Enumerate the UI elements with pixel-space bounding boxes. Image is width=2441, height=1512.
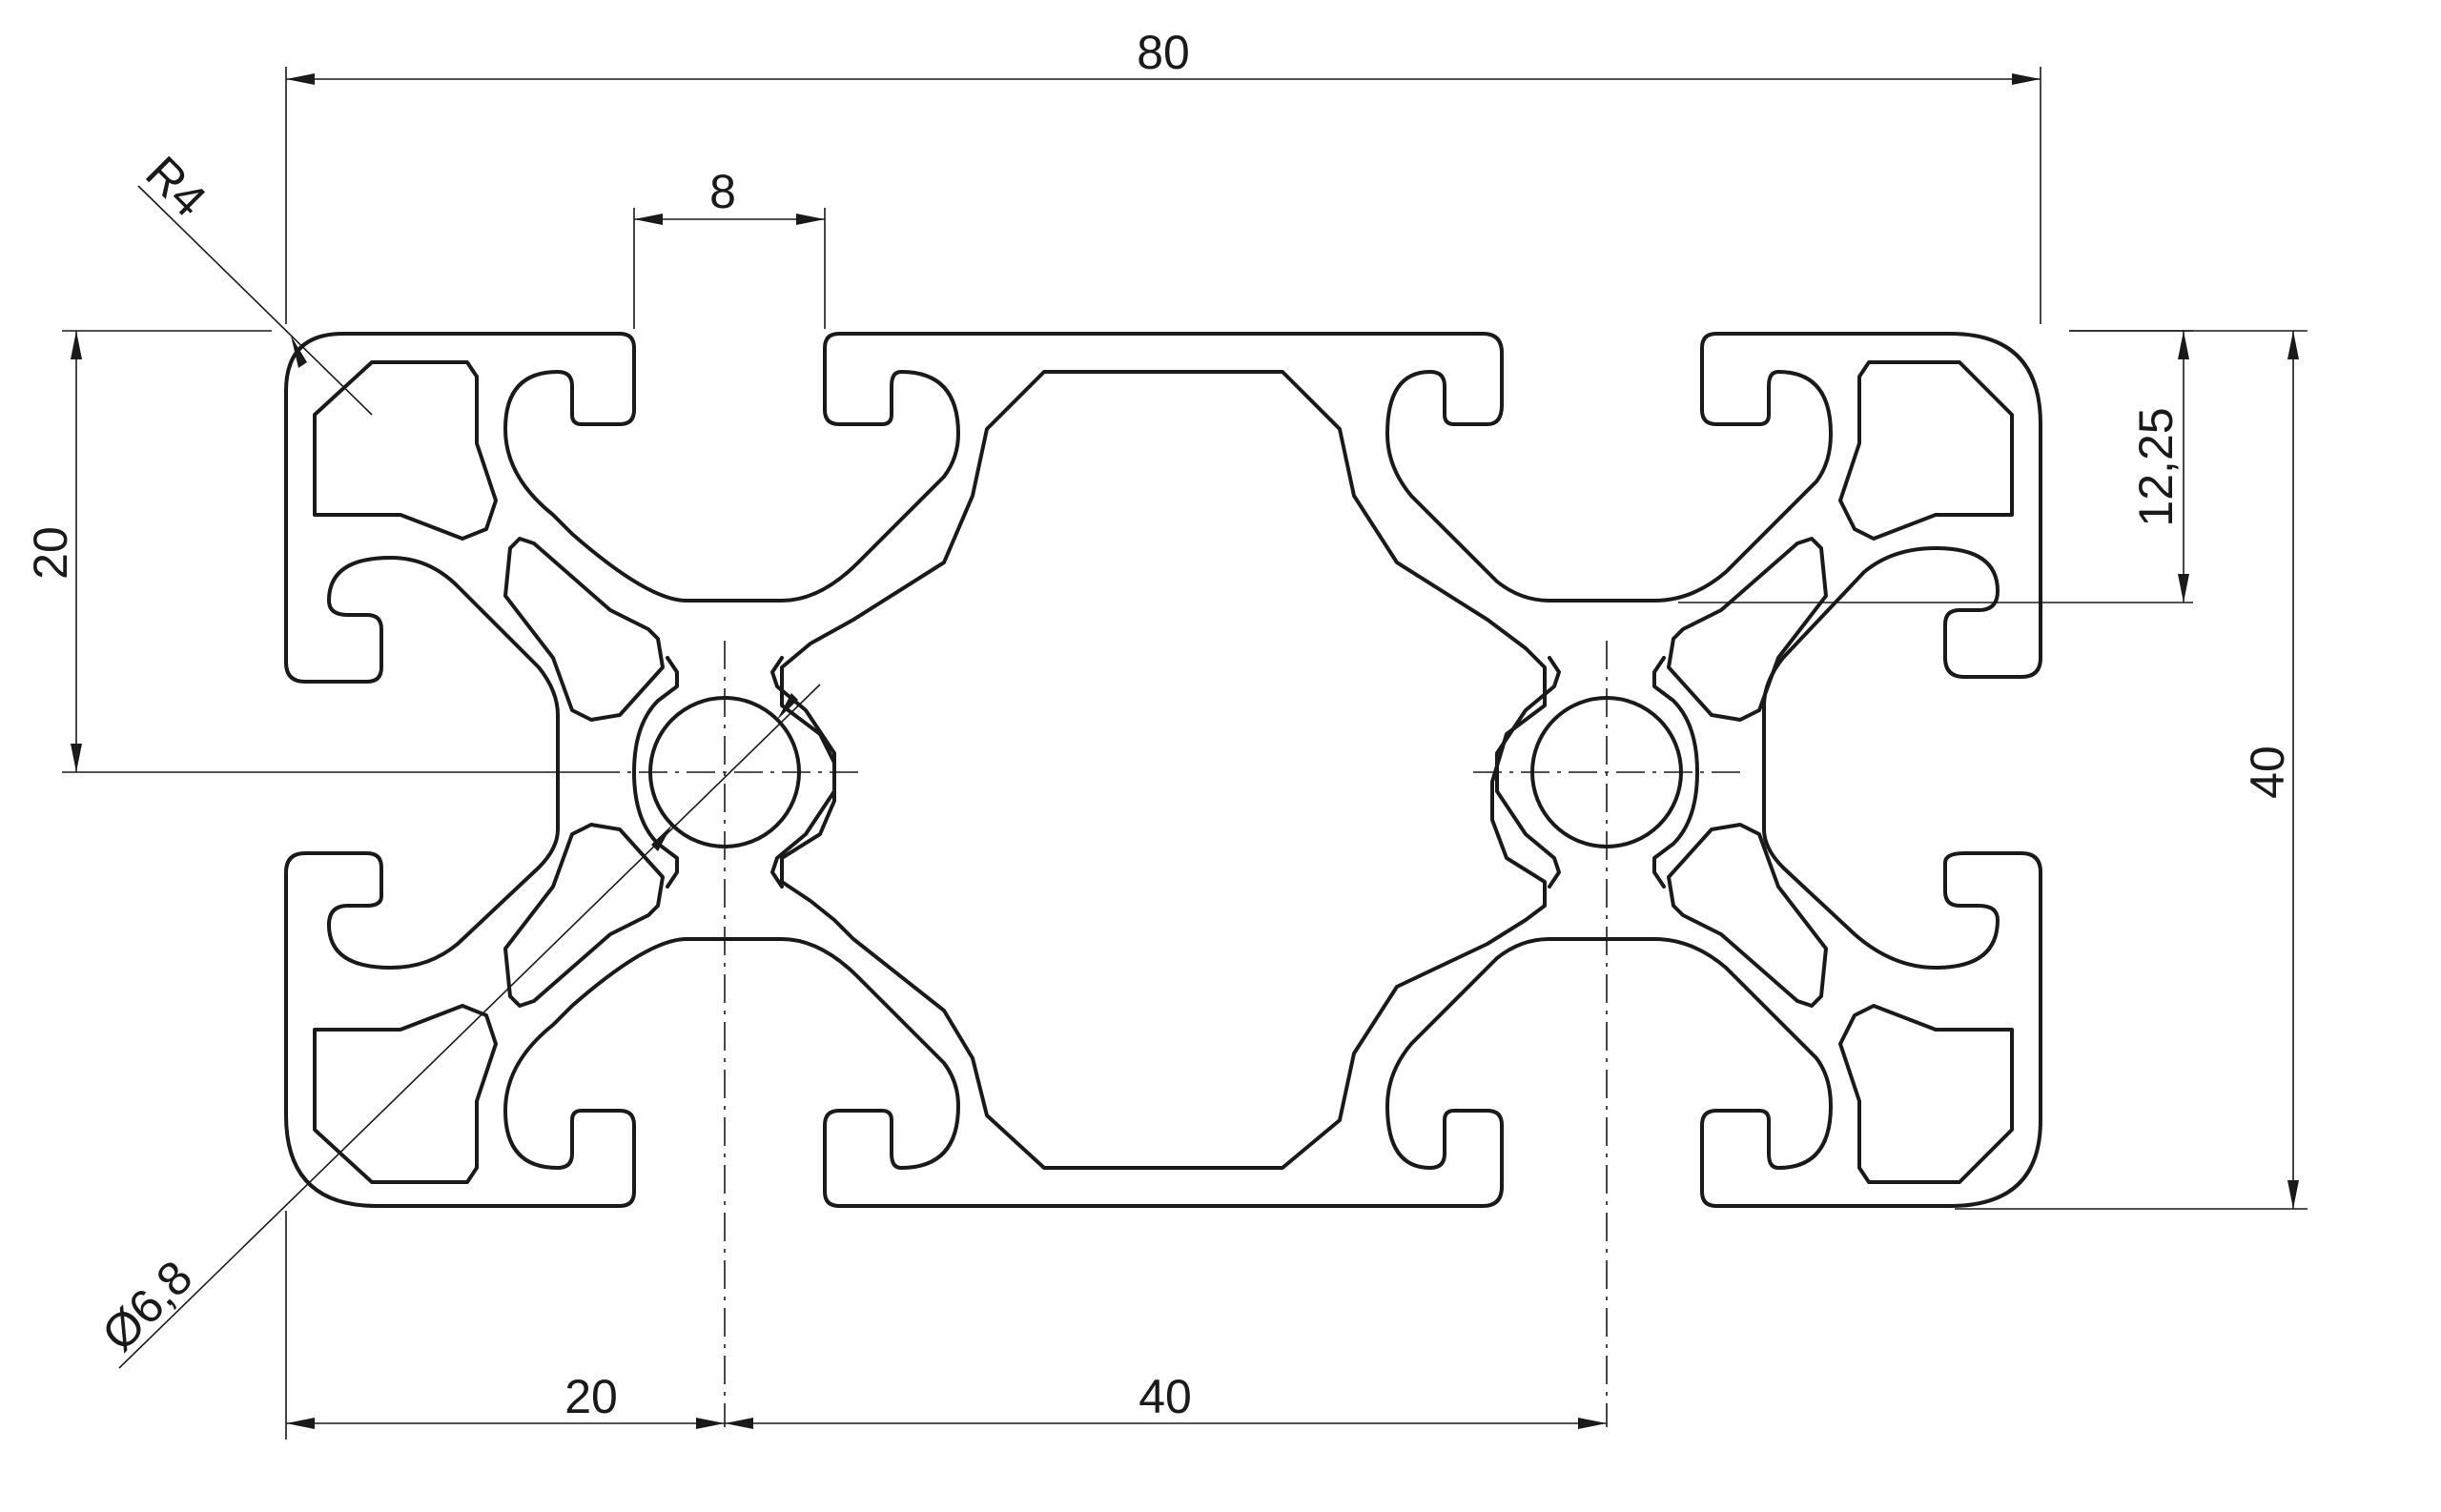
dim-8-label: 8 [709,165,736,218]
dim-1225-arrow-top [2178,331,2189,359]
pocket-tr [1838,360,2014,541]
dim-40h-label: 40 [1138,1370,1192,1423]
dim-dia-arrow-a [651,825,672,851]
dim-80-arrow-left [286,73,315,85]
wedge-left-top [503,537,665,722]
dim-1225-arrow-bottom [2178,574,2189,603]
pocket-br [1838,1004,2014,1184]
wedge-right-bottom [1667,823,1828,1008]
dim-8-arrow-right [796,214,825,225]
pocket-bl [313,1004,498,1184]
wedge-left-bottom [503,823,665,1008]
dim-20h-label: 20 [564,1370,618,1423]
dim-8-arrow-left [634,214,663,225]
dim-r4-label: R4 [135,146,216,227]
dim-20v-label: 20 [24,526,77,580]
dim-dia-leader [118,684,821,1369]
dim-40v-label: 40 [2241,746,2294,799]
dim-40h-arrow-right [1578,1418,1607,1429]
dim-80-arrow-right [2012,73,2041,85]
dim-r4-leader [137,185,373,416]
dim-20v-arrow-top [71,331,82,359]
dim-20v-arrow-bottom [71,744,82,772]
dim-80-label: 80 [1137,26,1190,79]
dim-40v-arrow-bottom [2287,1180,2299,1209]
pocket-tl [313,360,498,541]
dim-1225-label: 12,25 [2129,407,2183,526]
dim-40h-arrow-left [725,1418,753,1429]
center-cavity [780,370,1547,1170]
dim-20h-arrow-right [696,1418,725,1429]
profile-outer-contour [284,332,2042,1208]
wedge-right-top [1667,537,1828,722]
dim-dia-arrow-b [777,693,798,720]
dim-r4-arrow [291,336,307,368]
dim-dia-label: Ø6,8 [92,1251,202,1361]
dim-40v-arrow-top [2287,331,2299,359]
dim-20h-arrow-left [286,1418,315,1429]
